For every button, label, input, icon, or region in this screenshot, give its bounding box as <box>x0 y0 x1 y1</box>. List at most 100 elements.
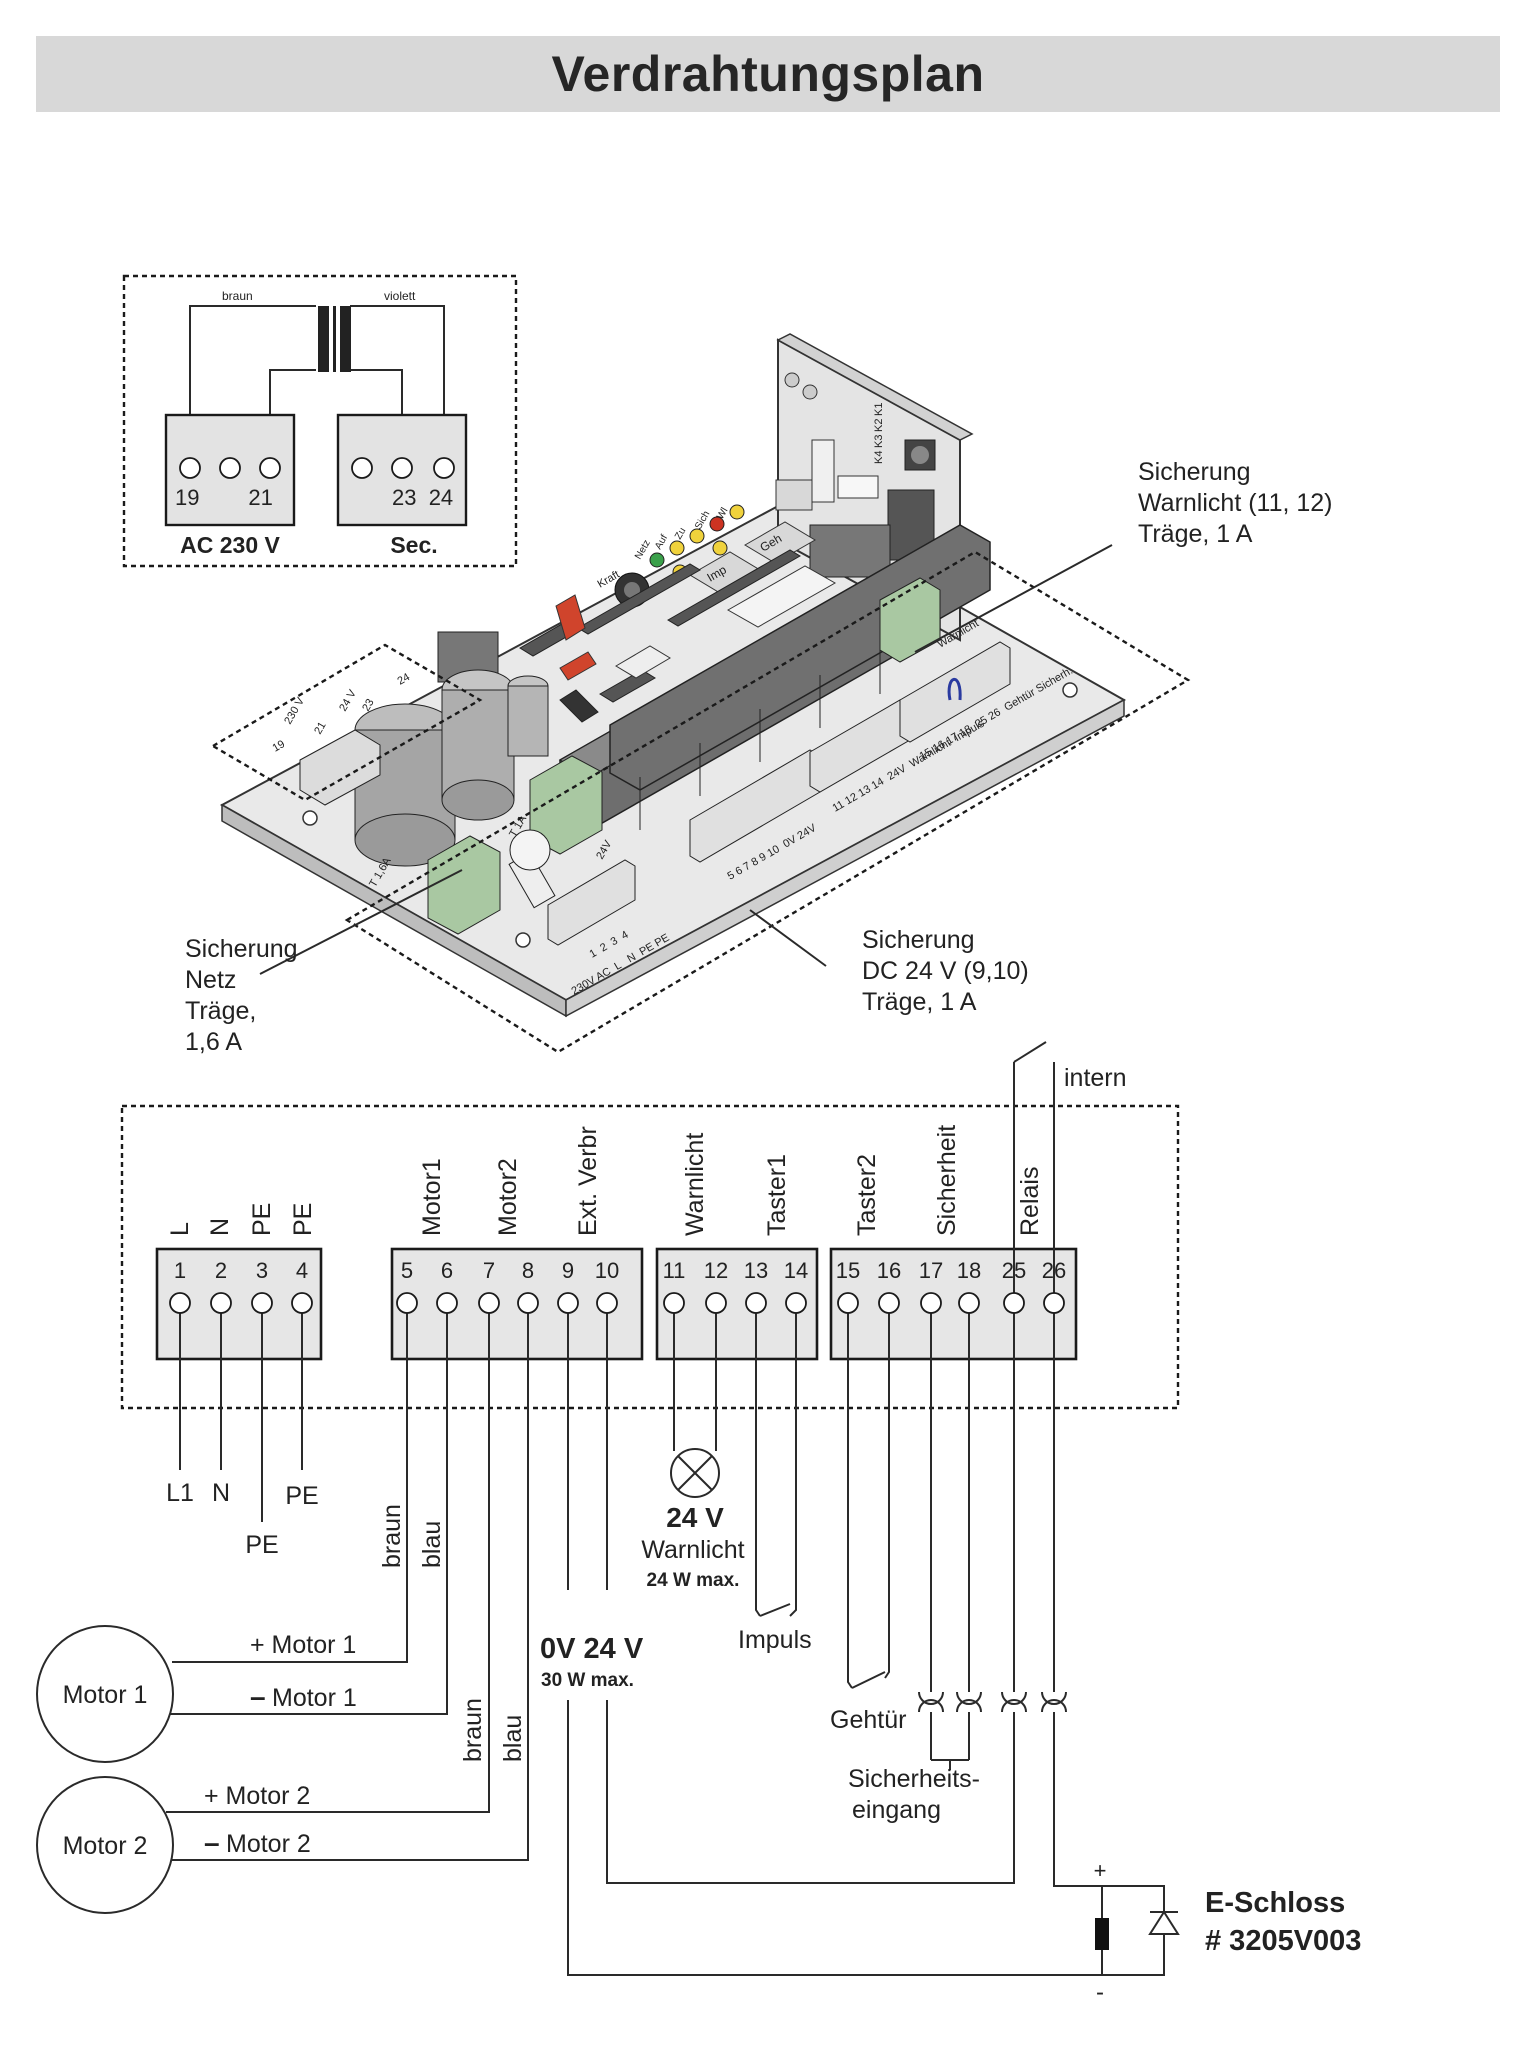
callout-net-line4: 1,6 A <box>185 1028 242 1056</box>
label-motor2: Motor2 <box>494 1158 522 1236</box>
lock-coil-symbol <box>1095 1918 1109 1950</box>
terminal-number-7: 7 <box>483 1258 495 1283</box>
wire-label-m1-braun: braun <box>378 1504 406 1568</box>
control-board-illustration: K1 K2 K3 K4 Kraft Netz Auf Zu Sich Wl Im… <box>210 333 1191 1054</box>
callout-warn-line2: Warnlicht (11, 12) <box>1138 489 1333 517</box>
trafo-label-21: 21 <box>312 720 329 737</box>
sensor-connectors <box>918 1691 1067 1713</box>
label-sicherheit: Sicherheit <box>933 1125 961 1236</box>
lock-part-number: # 3205V003 <box>1205 1925 1361 1957</box>
terminal-number-8: 8 <box>522 1258 534 1283</box>
trafo-label-19: 19 <box>271 738 288 755</box>
wire-label-violett: violett <box>384 289 416 303</box>
wire-label-pe1: PE <box>245 1531 278 1559</box>
board-label-auf: Auf <box>653 533 670 552</box>
terminal-4-screw <box>291 1292 313 1314</box>
ext-max: 30 W max. <box>541 1670 634 1691</box>
callout-dc-line1: Sicherung <box>862 926 975 954</box>
wire-label-m2-blau: blau <box>499 1715 527 1762</box>
terminal-8-screw <box>517 1292 539 1314</box>
trafo-label-230v: 230 V <box>282 695 307 726</box>
trafo-label-24v: 24 V <box>337 687 359 713</box>
lock-name: E-Schloss <box>1205 1887 1345 1919</box>
label-l: L <box>166 1222 194 1236</box>
warning-lamp-symbol <box>670 1448 720 1498</box>
wire-label-l1: L1 <box>166 1479 194 1507</box>
label-taster1: Taster1 <box>763 1154 791 1236</box>
terminal-box-motor <box>390 1247 644 1361</box>
terminal-number-15: 15 <box>836 1258 860 1283</box>
transformer-symbol <box>318 306 351 372</box>
terminal-number-11: 11 <box>663 1258 686 1283</box>
terminal-26-screw <box>1043 1292 1065 1314</box>
transformer-inset: braun violett 19 21 23 24 AC 230 V Sec. <box>122 274 518 568</box>
lamp-max: 24 W max. <box>647 1570 740 1591</box>
lock-plus-sign: + <box>1094 1858 1107 1883</box>
terminal-10-screw <box>596 1292 618 1314</box>
motor-1: Motor 1 + Motor 1 – Motor 1 <box>36 1625 357 1763</box>
motor-2-minus-sign: – <box>204 1827 220 1858</box>
label-pe2: PE <box>289 1203 317 1236</box>
label-taster2: Taster2 <box>853 1154 881 1236</box>
terminal-2-screw <box>210 1292 232 1314</box>
page-title: Verdrahtungsplan <box>551 46 985 102</box>
label-ext-verbr: Ext. Verbr <box>574 1126 602 1236</box>
motor-1-minus-label: Motor 1 <box>272 1684 357 1712</box>
terminal-13-screw <box>745 1292 767 1314</box>
lamp-name: Warnlicht <box>641 1536 744 1564</box>
terminal-14-screw <box>785 1292 807 1314</box>
terminal-15-screw <box>837 1292 859 1314</box>
callout-net-line1: Sicherung <box>185 935 298 963</box>
terminal-18-screw <box>958 1292 980 1314</box>
motor-2-minus-label: Motor 2 <box>226 1830 311 1858</box>
motor-2: Motor 2 + Motor 2 – Motor 2 <box>36 1776 311 1914</box>
terminal-number-5: 5 <box>401 1258 413 1283</box>
callout-dc-line2: DC 24 V (9,10) <box>862 957 1029 985</box>
safety-input-line2: eingang <box>852 1796 941 1824</box>
terminal-number-10: 10 <box>595 1258 619 1283</box>
callout-fuse-netz: Sicherung Netz Träge, 1,6 A <box>185 935 298 1056</box>
terminal-number-13: 13 <box>744 1258 768 1283</box>
motor-1-minus-sign: – <box>250 1681 266 1712</box>
motor-2-name: Motor 2 <box>63 1832 148 1860</box>
terminal-box-safety <box>829 1247 1078 1361</box>
relay-label-k3: K3 <box>873 435 885 448</box>
terminal-number-2: 2 <box>215 1258 227 1283</box>
wire-label-m1-blau: blau <box>418 1521 446 1568</box>
terminal-6-screw <box>436 1292 458 1314</box>
terminal-25-screw <box>1003 1292 1025 1314</box>
terminal-number-18: 18 <box>957 1258 981 1283</box>
relay-label-k2: K2 <box>873 419 885 432</box>
lamp-voltage: 24 V <box>666 1502 724 1533</box>
callout-net-line3: Träge, <box>185 997 256 1025</box>
terminal-9-screw <box>557 1292 579 1314</box>
terminal-7-screw <box>478 1292 500 1314</box>
terminal-number-16: 16 <box>877 1258 901 1283</box>
safety-input-line1: Sicherheits- <box>848 1765 980 1793</box>
wire-label-braun: braun <box>222 289 253 303</box>
relay-label-k1: K1 <box>873 403 885 416</box>
ac-230v-label: AC 230 V <box>180 532 280 558</box>
terminal-3-screw <box>251 1292 273 1314</box>
wire-label-n: N <box>212 1479 230 1507</box>
title-bar: Verdrahtungsplan <box>36 36 1500 112</box>
terminal-number-3: 3 <box>256 1258 268 1283</box>
terminal-16-screw <box>878 1292 900 1314</box>
label-relais: Relais <box>1016 1167 1044 1236</box>
e-lock-circuit: + - E-Schloss # 3205V003 <box>1053 1712 1361 2006</box>
gehtuer-label: Gehtür <box>830 1706 906 1734</box>
trafo-label-24: 24 <box>396 671 413 688</box>
ac-terminal-numbers: 19 21 <box>175 485 273 510</box>
motor-1-name: Motor 1 <box>63 1681 148 1709</box>
ext-voltage: 0V 24 V <box>540 1633 644 1665</box>
terminal-number-1: 1 <box>174 1258 186 1283</box>
relay-label-k4: K4 <box>873 451 885 464</box>
lock-minus-sign: - <box>1096 1979 1104 2006</box>
terminal-12-screw <box>705 1292 727 1314</box>
impuls-label: Impuls <box>738 1626 812 1654</box>
label-warnlicht: Warnlicht <box>681 1133 709 1236</box>
terminal-17-screw <box>920 1292 942 1314</box>
callout-warn-line3: Träge, 1 A <box>1138 520 1253 548</box>
callout-net-line2: Netz <box>185 966 236 994</box>
motor-2-plus-label: + Motor 2 <box>204 1782 310 1810</box>
